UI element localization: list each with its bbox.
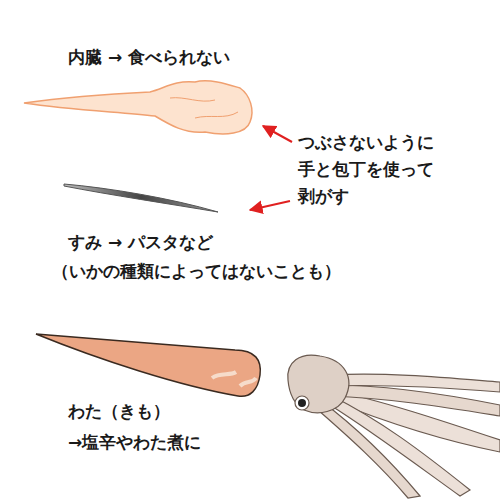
- ink-sac: [64, 184, 218, 212]
- squid-head: [288, 355, 500, 498]
- liver-detail: [212, 372, 256, 386]
- text-label: わた（きも）: [68, 401, 170, 421]
- text-label: 内臓 → 食べられない: [68, 47, 230, 67]
- text-label: （いかの種類によってはないことも）: [52, 261, 341, 281]
- text-label: →塩辛やわた煮に: [68, 432, 201, 452]
- pointer-arrow: [263, 126, 292, 142]
- organ-shape: [24, 81, 252, 134]
- liver-shape: [36, 334, 260, 396]
- organ-detail: [170, 98, 238, 118]
- pointer-arrow: [250, 201, 290, 210]
- text-label: つぶさないように 手と包丁を使って 剥がす: [298, 129, 441, 210]
- text-label: すみ → パスタなど: [68, 232, 213, 252]
